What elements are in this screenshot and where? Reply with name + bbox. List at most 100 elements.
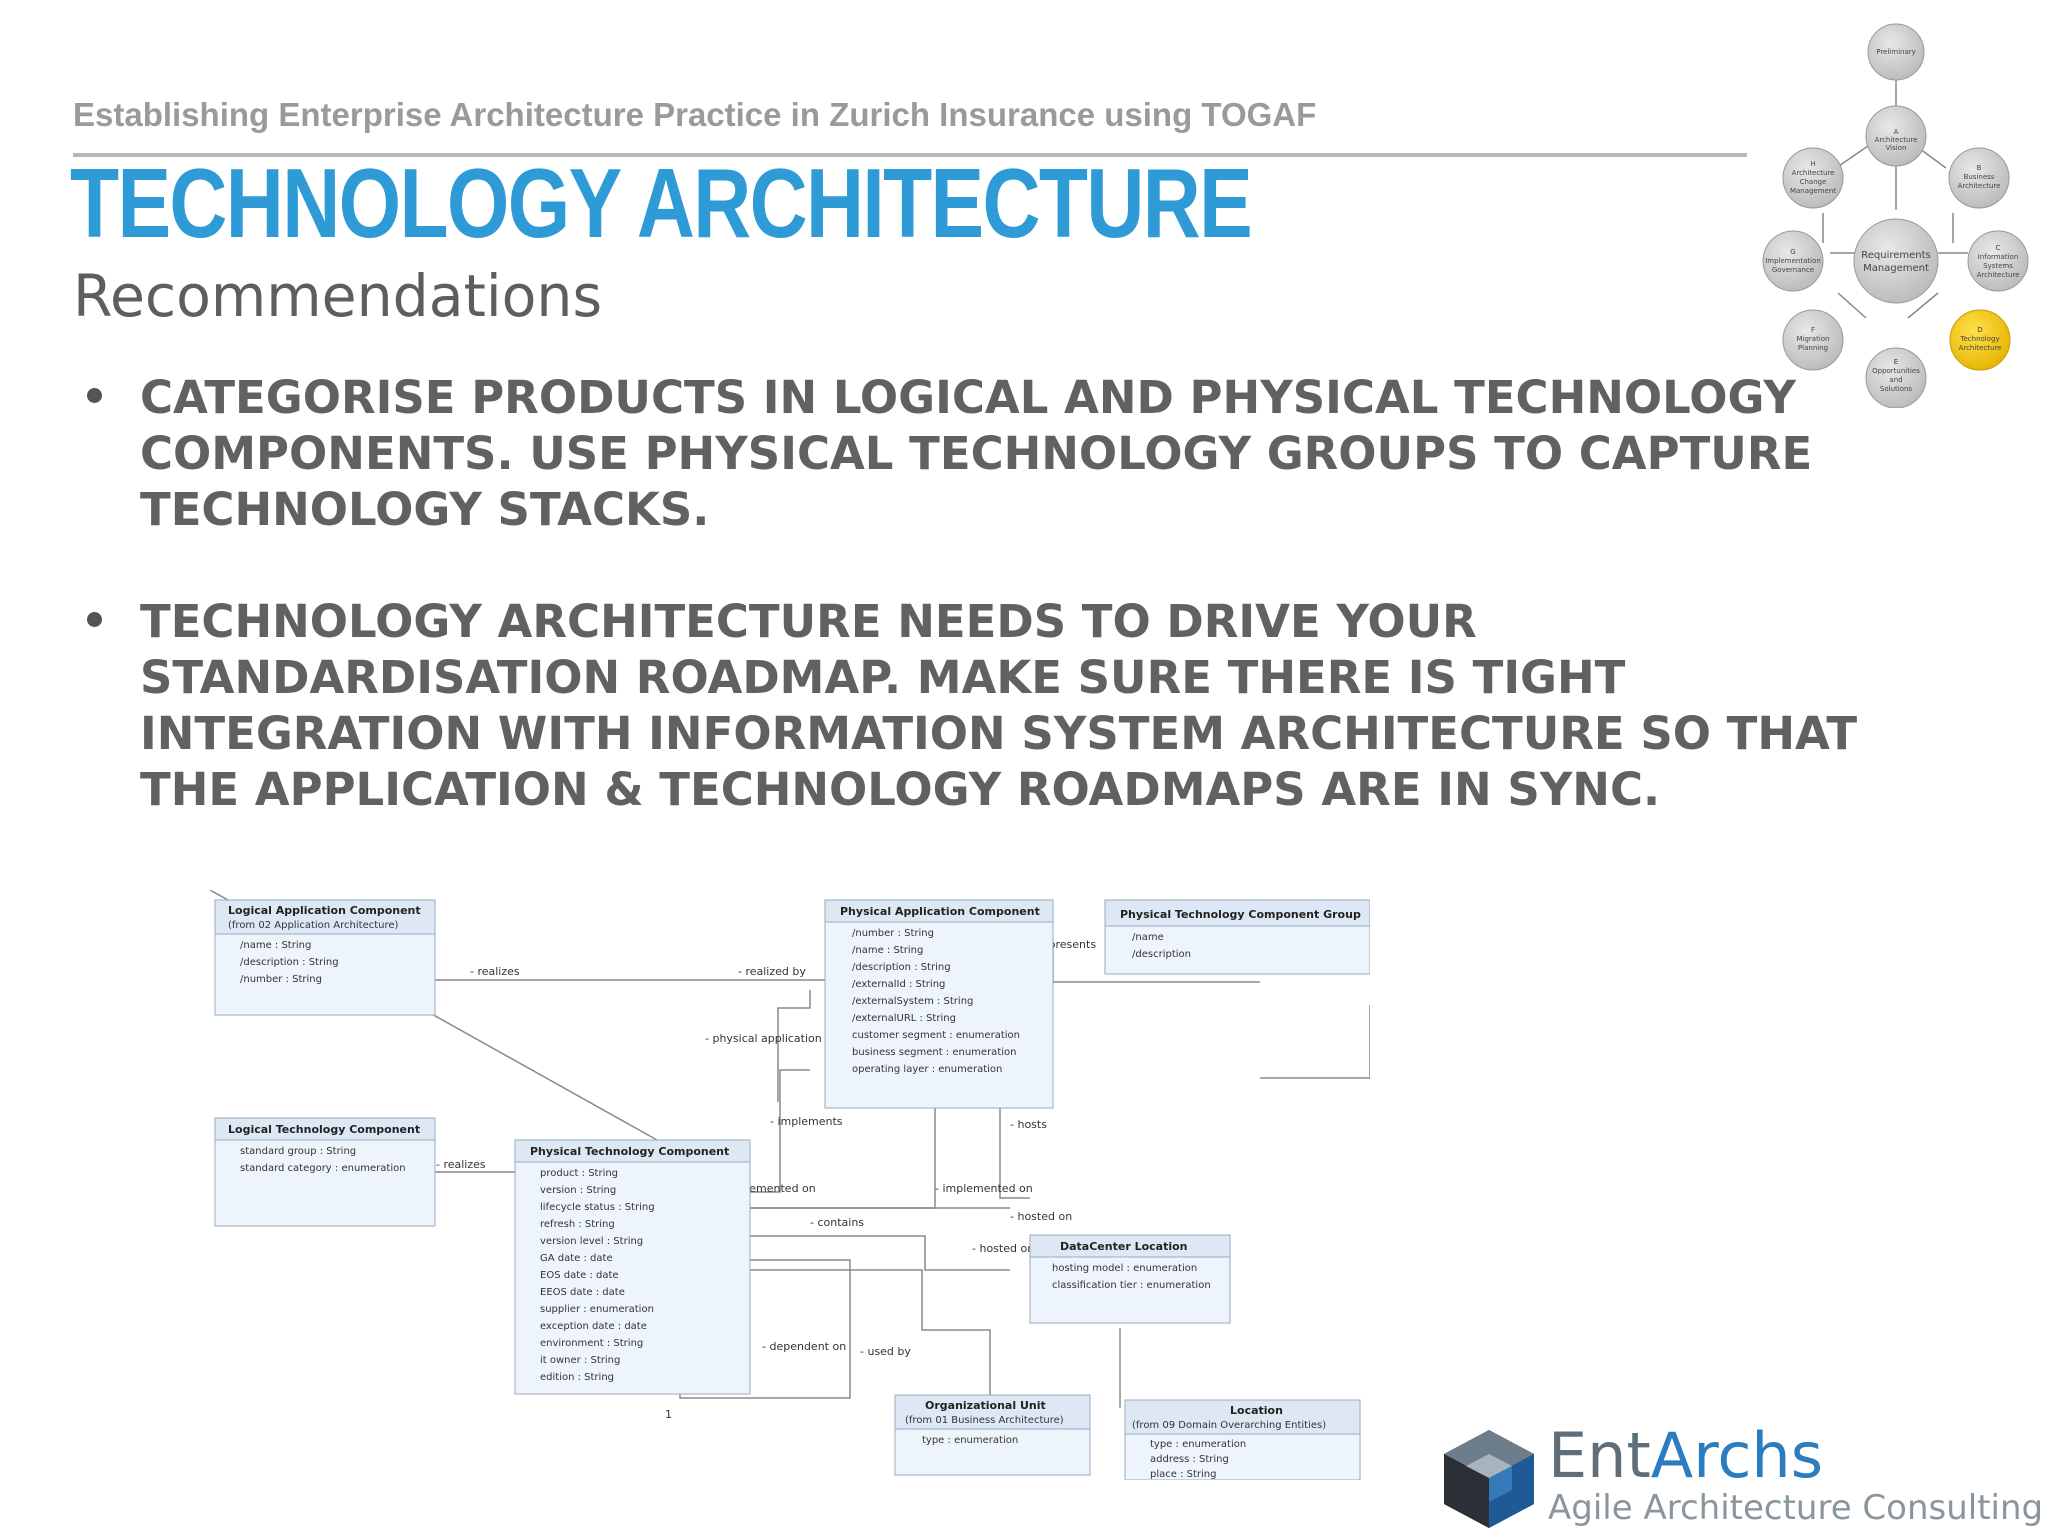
bullet-item: Technology architecture needs to drive y… bbox=[85, 594, 1915, 818]
uml-class-diagram: - realizes - realized by - represents - … bbox=[210, 890, 1370, 1480]
label-g-text2: Governance bbox=[1772, 266, 1814, 274]
class-attribute: /name : String bbox=[852, 945, 923, 956]
slide-subtitle: Recommendations bbox=[73, 262, 603, 330]
uml-class-organizational-unit: Organizational Unit (from 01 Business Ar… bbox=[894, 1394, 1091, 1476]
label-realized-by: - realized by bbox=[738, 965, 806, 978]
class-attribute: address : String bbox=[1150, 1454, 1229, 1465]
cycle-arrows bbox=[1822, 70, 1968, 319]
logo-tagline: Agile Architecture Consulting bbox=[1548, 1488, 2044, 1528]
class-attribute: exception date : date bbox=[540, 1321, 647, 1332]
label-c-text: Information bbox=[1978, 253, 2019, 261]
label-center-text2: Management bbox=[1863, 263, 1929, 274]
label-hosted-on-2: - hosted on bbox=[972, 1242, 1034, 1255]
bullet-item: Categorise products in logical and physi… bbox=[85, 370, 1915, 538]
uml-class-logical-application-component: Logical Application Component (from 02 A… bbox=[214, 899, 436, 1016]
class-attribute: lifecycle status : String bbox=[540, 1202, 655, 1213]
label-b: B bbox=[1977, 164, 1982, 172]
uml-class-physical-technology-component-group: Physical Technology Component Group /nam… bbox=[1104, 899, 1370, 975]
class-attribute: GA date : date bbox=[540, 1253, 613, 1264]
title-rule bbox=[73, 153, 1747, 157]
class-attribute: it owner : String bbox=[540, 1355, 620, 1366]
label-a-text: Architecture bbox=[1875, 136, 1918, 144]
class-attribute: /description : String bbox=[852, 962, 951, 973]
label-e-text2: and bbox=[1889, 376, 1902, 384]
uml-class-location: Location (from 09 Domain Overarching Ent… bbox=[1124, 1399, 1361, 1480]
logo-word-archs: Archs bbox=[1650, 1419, 1824, 1492]
class-attribute: type : enumeration bbox=[922, 1435, 1018, 1446]
node-c bbox=[1967, 230, 2029, 292]
label-f-text: Migration bbox=[1796, 335, 1829, 343]
label-center: Requirements bbox=[1861, 250, 1931, 261]
label-implements: - implements bbox=[770, 1115, 843, 1128]
supertitle: Establishing Enterprise Architecture Pra… bbox=[73, 96, 1317, 133]
label-h-text: Architecture bbox=[1792, 169, 1835, 177]
label-c-text2: Systems bbox=[1983, 262, 2013, 270]
class-title: Logical Technology Component bbox=[228, 1123, 420, 1136]
class-title: Physical Application Component bbox=[840, 905, 1040, 918]
label-hosts: - hosts bbox=[1010, 1118, 1047, 1131]
label-dependent-on: - dependent on bbox=[762, 1340, 846, 1353]
adm-cycle-diagram: Preliminary A Architecture Vision B Busi… bbox=[1762, 23, 2029, 408]
class-attribute: environment : String bbox=[540, 1338, 643, 1349]
node-b bbox=[1948, 147, 2010, 209]
cycle-nodes bbox=[1762, 23, 2029, 408]
label-a: A bbox=[1894, 128, 1899, 136]
label-e-text: Opportunities bbox=[1872, 367, 1920, 375]
label-c: C bbox=[1996, 244, 2001, 252]
class-attribute: EOS date : date bbox=[540, 1270, 619, 1281]
label-used-by: - used by bbox=[860, 1345, 911, 1358]
class-title: Logical Application Component bbox=[228, 904, 421, 917]
label-a-text2: Vision bbox=[1886, 144, 1907, 152]
class-attribute: EEOS date : date bbox=[540, 1287, 625, 1298]
class-attribute: edition : String bbox=[540, 1372, 614, 1383]
class-attribute: /number : String bbox=[240, 974, 322, 985]
class-attribute: /description : String bbox=[240, 957, 339, 968]
node-f bbox=[1782, 309, 1844, 371]
class-attribute: version level : String bbox=[540, 1236, 643, 1247]
class-title: Location bbox=[1230, 1404, 1283, 1417]
uml-class-datacenter-location: DataCenter Location hosting model : enum… bbox=[1029, 1234, 1231, 1324]
label-implemented-on-2: - implemented on bbox=[935, 1182, 1033, 1195]
class-attribute: customer segment : enumeration bbox=[852, 1030, 1020, 1041]
logo-wordmark: EntArchs bbox=[1548, 1420, 1823, 1491]
node-a bbox=[1865, 105, 1927, 167]
uml-class-physical-technology-component: Physical Technology Component product : … bbox=[514, 1139, 751, 1395]
class-from: (from 01 Business Architecture) bbox=[905, 1415, 1064, 1426]
bullet-list: Categorise products in logical and physi… bbox=[85, 370, 1915, 874]
uml-class-physical-application-component: Physical Application Component /number :… bbox=[824, 899, 1054, 1109]
class-attribute: type : enumeration bbox=[1150, 1439, 1246, 1450]
node-e bbox=[1865, 347, 1927, 408]
class-attribute: operating layer : enumeration bbox=[852, 1064, 1002, 1075]
class-attribute: place : String bbox=[1150, 1469, 1216, 1480]
uml-class-logical-technology-component: Logical Technology Component standard gr… bbox=[214, 1117, 436, 1227]
label-mult-one: 1 bbox=[665, 1408, 672, 1421]
label-d-text: Technology bbox=[1959, 335, 1999, 343]
node-d bbox=[1949, 309, 2011, 371]
label-b-text2: Architecture bbox=[1958, 182, 2001, 190]
node-preliminary bbox=[1867, 23, 1925, 81]
class-title: Physical Technology Component Group bbox=[1120, 908, 1361, 921]
class-from: (from 02 Application Architecture) bbox=[228, 920, 399, 931]
label-c-text3: Architecture bbox=[1977, 271, 2020, 279]
class-attribute: hosting model : enumeration bbox=[1052, 1263, 1197, 1274]
class-attribute: classification tier : enumeration bbox=[1052, 1280, 1211, 1291]
class-attribute: standard group : String bbox=[240, 1146, 356, 1157]
class-attribute: /number : String bbox=[852, 928, 934, 939]
class-attribute: business segment : enumeration bbox=[852, 1047, 1016, 1058]
class-attribute: /externalSystem : String bbox=[852, 996, 973, 1007]
label-d-text2: Architecture bbox=[1959, 344, 2002, 352]
class-title: Organizational Unit bbox=[925, 1399, 1046, 1412]
class-title: Physical Technology Component bbox=[530, 1145, 729, 1158]
class-from: (from 09 Domain Overarching Entities) bbox=[1132, 1420, 1326, 1431]
label-e-text3: Solutions bbox=[1880, 385, 1913, 393]
label-realizes-2: - realizes bbox=[436, 1158, 486, 1171]
label-d: D bbox=[1977, 326, 1982, 334]
slide-title: TECHNOLOGY ARCHITECTURE bbox=[70, 148, 1253, 258]
class-attribute: product : String bbox=[540, 1168, 618, 1179]
class-attribute: /description bbox=[1132, 949, 1191, 960]
label-contains: - contains bbox=[810, 1216, 864, 1229]
label-h-text2: Change bbox=[1800, 178, 1827, 186]
node-h bbox=[1782, 147, 1844, 209]
class-attribute: /name : String bbox=[240, 940, 311, 951]
class-attribute: supplier : enumeration bbox=[540, 1304, 654, 1315]
